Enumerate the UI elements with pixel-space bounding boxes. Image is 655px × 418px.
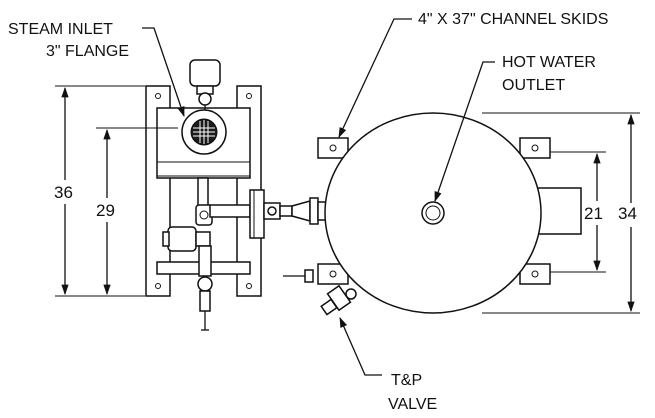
tank-skid-top-right [519, 137, 551, 159]
dimension-lines [55, 85, 640, 314]
pump-motor [167, 226, 197, 252]
steam-control-actuator [189, 59, 221, 87]
tp-valve [320, 284, 357, 316]
tank-skid-bottom-right [519, 263, 551, 285]
tank-skid-spacing-dimension: 21 [584, 204, 603, 223]
callout-leaders [142, 18, 495, 376]
tp-valve-label-line2: VALVE [388, 396, 437, 413]
steam-inlet-label-line2: 3" FLANGE [46, 43, 129, 60]
tank-overall-height-dimension: 34 [618, 204, 637, 223]
hot-water-outlet-label-line1: HOT WATER [502, 54, 596, 71]
frame-overall-height-dimension: 36 [54, 183, 73, 202]
tp-valve-label-line1: T&P [391, 372, 422, 389]
water-tank [317, 112, 582, 316]
frame-inner-height-dimension: 29 [96, 201, 115, 220]
reducer-cone [291, 200, 311, 222]
hot-water-outlet-port [421, 201, 445, 225]
hot-water-outlet-label-line2: OUTLET [502, 77, 565, 94]
steam-inlet-label-line1: STEAM INLET [8, 21, 113, 38]
tank-skid-top-left [317, 137, 349, 159]
steam-frame-assembly [145, 59, 327, 331]
channel-skids-label: 4" X 37" CHANNEL SKIDS [418, 11, 608, 28]
